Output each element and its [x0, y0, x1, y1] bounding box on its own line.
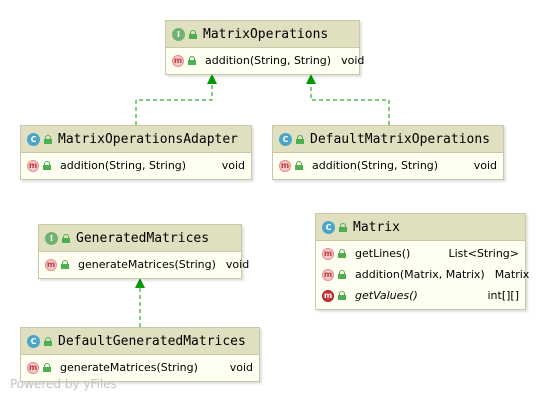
method-return-type: List<String> [448, 247, 520, 260]
method-icon: m [45, 258, 57, 271]
public-visibility-icon [44, 134, 52, 144]
class-header[interactable]: C MatrixOperationsAdapter [21, 126, 251, 153]
method-signature: getValues() [355, 289, 418, 302]
realization-arrowhead [207, 74, 217, 84]
class-header[interactable]: I MatrixOperations [166, 21, 359, 48]
method-signature: generateMatrices(String) [78, 258, 216, 271]
method-row[interactable]: m getLines() List<String> [316, 243, 525, 264]
realization-arrowhead [306, 74, 316, 84]
abstract-method-icon: m [322, 289, 334, 302]
method-return-type: void [225, 258, 250, 271]
method-icon: m [172, 54, 184, 67]
methods-list: m addition(String, String) void [273, 153, 503, 179]
method-return-type: Matrix [494, 268, 530, 281]
class-name: MatrixOperations [203, 26, 329, 42]
method-row[interactable]: m addition(String, String) void [21, 155, 251, 176]
method-row[interactable]: m getValues() int[][] [316, 285, 525, 306]
method-icon: m [27, 361, 39, 374]
public-visibility-icon [43, 161, 51, 170]
public-visibility-icon [188, 56, 196, 65]
public-visibility-icon [338, 249, 346, 258]
method-row[interactable]: m generateMatrices(String) void [39, 254, 249, 275]
method-signature: getLines() [355, 247, 411, 260]
method-icon: m [279, 159, 291, 172]
class-name: GeneratedMatrices [76, 230, 210, 246]
method-icon: m [322, 247, 334, 260]
class-header[interactable]: C Matrix [316, 214, 525, 241]
interface-kind-icon: I [45, 231, 58, 245]
public-visibility-icon [44, 336, 52, 346]
class-kind-icon: C [279, 132, 292, 146]
methods-list: m getLines() List<String> m addition(Matrix,… [316, 241, 529, 309]
public-visibility-icon [62, 233, 70, 243]
public-visibility-icon [338, 291, 346, 300]
method-signature: addition(String, String) [205, 54, 332, 67]
class-header[interactable]: C DefaultMatrixOperations [273, 126, 503, 153]
method-icon: m [27, 159, 39, 172]
method-row[interactable]: m generateMatrices(String) void [21, 357, 259, 378]
class-kind-icon: C [322, 220, 335, 234]
uml-class-default-matrix-operations[interactable]: C DefaultMatrixOperations m addition(String… [272, 125, 504, 180]
method-signature: addition(String, String) [312, 159, 439, 172]
methods-list: m generateMatrices(String) void [39, 252, 249, 278]
realization-arrowhead [135, 278, 145, 288]
public-visibility-icon [189, 29, 197, 39]
method-row[interactable]: m addition(String, String) void [166, 50, 364, 71]
method-return-type: int[][] [487, 289, 519, 302]
method-return-type: void [341, 54, 365, 67]
class-header[interactable]: C DefaultGeneratedMatrices [21, 328, 259, 355]
class-name: DefaultGeneratedMatrices [58, 333, 246, 349]
method-signature: addition(Matrix, Matrix) [355, 268, 485, 281]
public-visibility-icon [296, 134, 304, 144]
methods-list: m addition(String, String) void [21, 153, 251, 179]
uml-class-default-generated-matrices[interactable]: C DefaultGeneratedMatrices m generateMatric… [20, 327, 260, 382]
uml-interface-matrix-operations[interactable]: I MatrixOperations m addition(String, Strin… [165, 20, 364, 75]
edge-default-to-matrix-operations [306, 74, 390, 125]
edge-default-generated-to-generated [135, 278, 145, 327]
public-visibility-icon [43, 363, 51, 372]
class-kind-icon: C [27, 334, 40, 348]
methods-list: m generateMatrices(String) void [21, 355, 259, 381]
class-header[interactable]: I GeneratedMatrices [39, 225, 241, 252]
uml-class-matrix[interactable]: C Matrix m getLines() List<String> m addition(… [315, 213, 529, 310]
public-visibility-icon [295, 161, 303, 170]
edge-line [135, 83, 213, 125]
methods-list: m addition(String, String) void [166, 48, 364, 74]
method-icon: m [322, 268, 334, 281]
class-name: Matrix [353, 219, 400, 235]
uml-interface-generated-matrices[interactable]: I GeneratedMatrices m generateMatrices(Stri… [38, 224, 249, 279]
method-return-type: void [229, 361, 253, 374]
yfiles-watermark: Powered by yFiles [10, 377, 117, 391]
edge-adapter-to-matrix-operations [135, 74, 217, 125]
method-row[interactable]: m addition(Matrix, Matrix) Matrix [316, 264, 529, 285]
method-return-type: void [473, 159, 497, 172]
method-signature: generateMatrices(String) [60, 361, 198, 374]
interface-kind-icon: I [172, 27, 185, 41]
method-return-type: void [221, 159, 245, 172]
class-kind-icon: C [27, 132, 40, 146]
method-row[interactable]: m addition(String, String) void [273, 155, 503, 176]
public-visibility-icon [338, 270, 346, 279]
public-visibility-icon [61, 260, 69, 269]
public-visibility-icon [339, 222, 347, 232]
uml-class-matrix-operations-adapter[interactable]: C MatrixOperationsAdapter m addition(String… [20, 125, 252, 180]
edge-line [310, 83, 390, 125]
class-name: DefaultMatrixOperations [310, 131, 491, 147]
method-signature: addition(String, String) [60, 159, 187, 172]
class-name: MatrixOperationsAdapter [58, 131, 239, 147]
